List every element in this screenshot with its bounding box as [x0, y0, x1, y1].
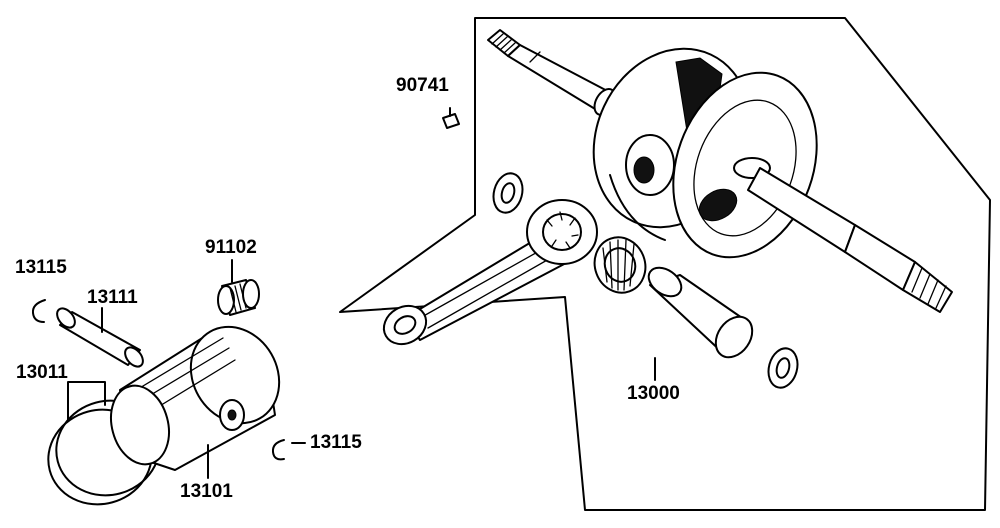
part-label-13115-left: 13115 [15, 257, 67, 278]
part-label-91102: 91102 [205, 237, 257, 258]
part-label-13000: 13000 [627, 383, 680, 404]
piston-pin-drawing [56, 307, 144, 368]
part-label-13115-right: 13115 [310, 432, 362, 453]
big-end-bearing-drawing [593, 236, 647, 294]
connecting-rod-drawing [382, 199, 598, 346]
needle-bearing-drawing [217, 259, 260, 316]
key-drawing [442, 107, 460, 129]
crank-pin-drawing [647, 266, 754, 359]
circlip-left-drawing [31, 299, 46, 323]
part-label-13111: 13111 [87, 287, 138, 308]
crankshaft-drawing [487, 29, 953, 313]
part-label-13011: 13011 [16, 362, 68, 383]
part-label-90741: 90741 [396, 75, 449, 96]
washer-top [492, 172, 524, 214]
part-label-13101: 13101 [180, 481, 233, 502]
circlip-right-drawing [271, 439, 285, 461]
washer-bottom [767, 347, 799, 389]
piston-drawing [110, 325, 281, 479]
assembly-boundary-outline [339, 17, 991, 511]
